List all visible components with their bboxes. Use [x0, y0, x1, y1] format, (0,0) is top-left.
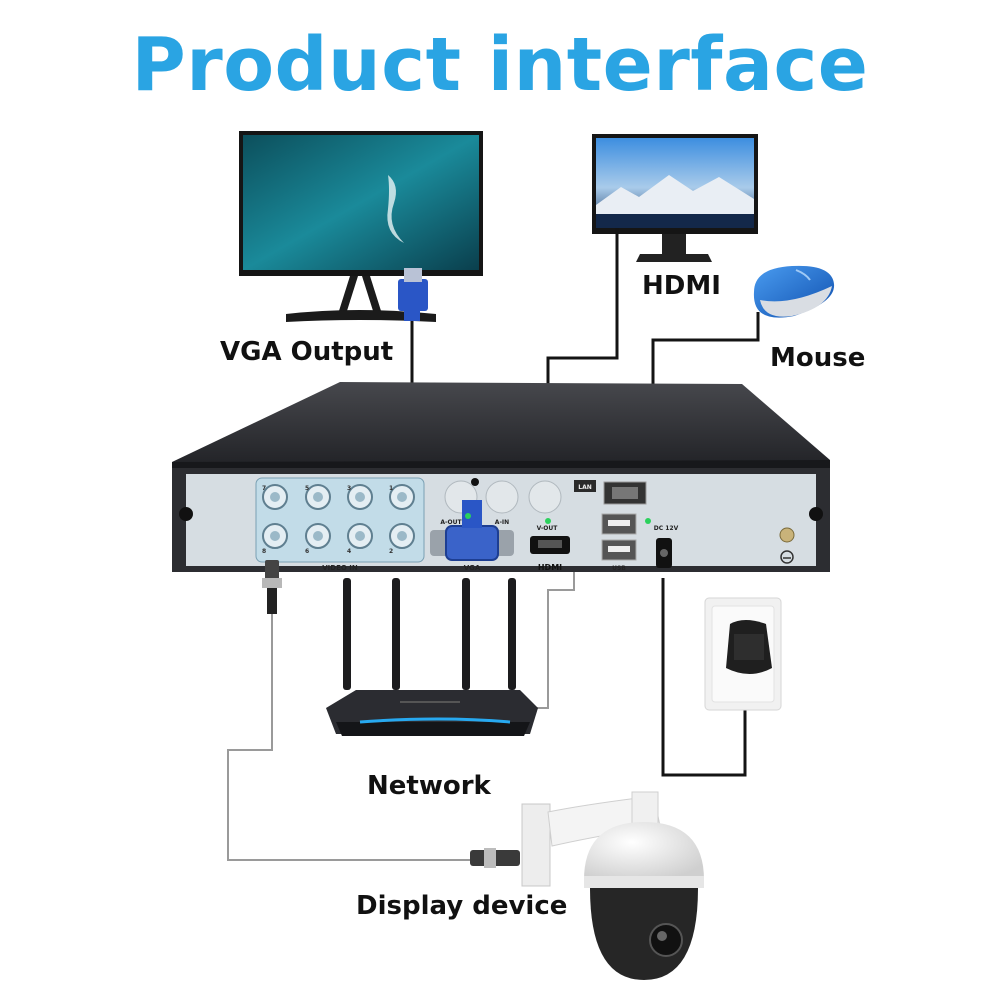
ground-icon — [780, 550, 794, 564]
label-display-device: Display device — [356, 891, 568, 921]
bnc-number: 8 — [262, 548, 266, 555]
label-network: Network — [367, 771, 491, 801]
hdmi-monitor-icon — [592, 134, 758, 262]
vga-connector-icon — [398, 268, 428, 321]
label-video-in: VIDEO IN — [322, 564, 358, 572]
bnc-number: 3 — [347, 485, 351, 492]
label-hdmi: HDMI — [642, 271, 721, 301]
vga-monitor-icon — [239, 131, 483, 322]
label-dc: DC 12V — [654, 525, 679, 532]
label-v-out: V-OUT — [537, 525, 559, 532]
bnc-number: 7 — [262, 485, 266, 492]
label-vga: VGA — [464, 564, 481, 572]
bnc-number: 5 — [305, 485, 309, 492]
dvr-recorder-icon — [172, 382, 830, 572]
label-hdmi-port: HDMI — [538, 563, 562, 572]
label-mouse: Mouse — [770, 343, 866, 373]
router-icon — [326, 578, 538, 736]
label-usb: USB — [612, 565, 626, 572]
label-vga-output: VGA Output — [220, 337, 394, 367]
bnc-connector-icon — [262, 560, 282, 614]
bnc-number: 4 — [347, 548, 351, 555]
label-a-in: A-IN — [495, 519, 509, 526]
bnc-number: 2 — [389, 548, 393, 555]
label-lan: LAN — [578, 484, 592, 491]
page-title: Product interface — [131, 22, 869, 108]
label-a-out: A-OUT — [440, 519, 462, 526]
power-adapter-icon — [704, 597, 782, 711]
ptz-camera-icon — [470, 791, 704, 980]
bnc-number: 1 — [389, 485, 393, 492]
bnc-number: 6 — [305, 548, 309, 555]
mouse-icon — [753, 265, 835, 318]
